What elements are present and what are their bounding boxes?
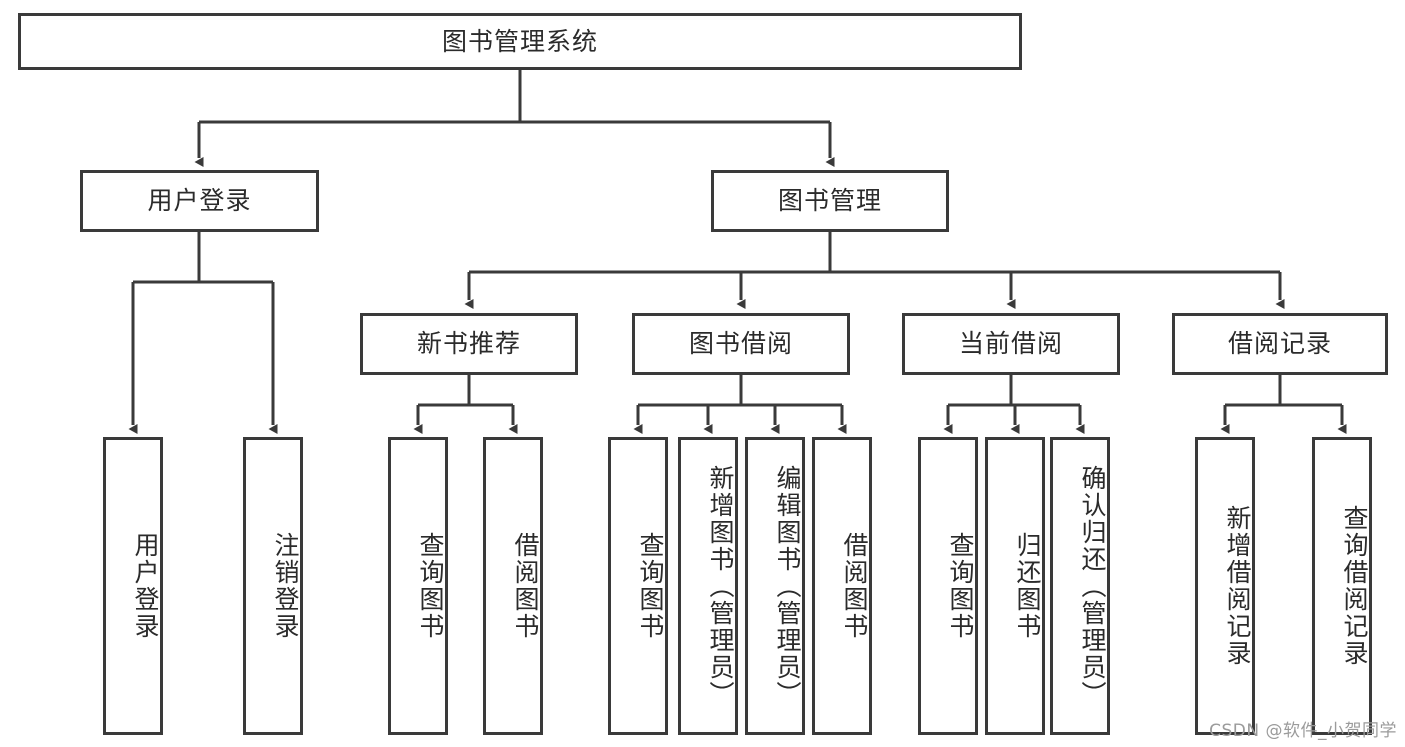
leaf-add-record-label: 新增借阅记录 [1223, 505, 1252, 667]
leaf-borrow-book-2-label: 借阅图书 [840, 532, 869, 640]
leaf-return-book[interactable]: 归还图书 [985, 437, 1045, 735]
leaf-add-book-label: 新增图书（管理员） [706, 464, 735, 708]
leaf-query-book-2-label: 查询图书 [636, 532, 665, 640]
node-current-borrow[interactable]: 当前借阅 [902, 313, 1120, 375]
node-borrow-record-label: 借阅记录 [1227, 329, 1332, 358]
leaf-edit-book-label: 编辑图书（管理员） [773, 464, 802, 708]
node-book-management-label: 图书管理 [777, 186, 882, 215]
node-borrow-record[interactable]: 借阅记录 [1172, 313, 1388, 375]
node-book-borrow-label: 图书借阅 [688, 329, 793, 358]
node-book-management[interactable]: 图书管理 [711, 170, 949, 232]
node-root-label: 图书管理系统 [441, 26, 598, 56]
leaf-confirm-return[interactable]: 确认归还（管理员） [1050, 437, 1110, 735]
leaf-logout-login[interactable]: 注销登录 [243, 437, 303, 735]
node-current-borrow-label: 当前借阅 [958, 329, 1063, 358]
leaf-confirm-return-label: 确认归还（管理员） [1078, 464, 1107, 708]
leaf-query-book-1-label: 查询图书 [416, 532, 445, 640]
leaf-borrow-book-2[interactable]: 借阅图书 [812, 437, 872, 735]
leaf-logout-login-label: 注销登录 [271, 532, 300, 640]
node-root[interactable]: 图书管理系统 [18, 13, 1022, 70]
leaf-edit-book[interactable]: 编辑图书（管理员） [745, 437, 805, 735]
leaf-user-login[interactable]: 用户登录 [103, 437, 163, 735]
csdn-watermark: CSDN @软件_小贺同学 [1209, 721, 1397, 741]
leaf-query-book-2[interactable]: 查询图书 [608, 437, 668, 735]
leaf-borrow-book-1-label: 借阅图书 [511, 532, 540, 640]
leaf-add-book[interactable]: 新增图书（管理员） [678, 437, 738, 735]
node-book-borrow[interactable]: 图书借阅 [632, 313, 850, 375]
node-new-book-recommend[interactable]: 新书推荐 [360, 313, 578, 375]
leaf-return-book-label: 归还图书 [1013, 532, 1042, 640]
leaf-add-record[interactable]: 新增借阅记录 [1195, 437, 1255, 735]
leaf-user-login-label: 用户登录 [131, 532, 160, 640]
node-new-book-recommend-label: 新书推荐 [416, 329, 521, 358]
node-user-login[interactable]: 用户登录 [80, 170, 319, 232]
leaf-query-record-label: 查询借阅记录 [1340, 505, 1369, 667]
node-user-login-label: 用户登录 [147, 186, 252, 215]
leaf-borrow-book-1[interactable]: 借阅图书 [483, 437, 543, 735]
leaf-query-book-1[interactable]: 查询图书 [388, 437, 448, 735]
leaf-query-book-3-label: 查询图书 [946, 532, 975, 640]
leaf-query-book-3[interactable]: 查询图书 [918, 437, 978, 735]
leaf-query-record[interactable]: 查询借阅记录 [1312, 437, 1372, 735]
